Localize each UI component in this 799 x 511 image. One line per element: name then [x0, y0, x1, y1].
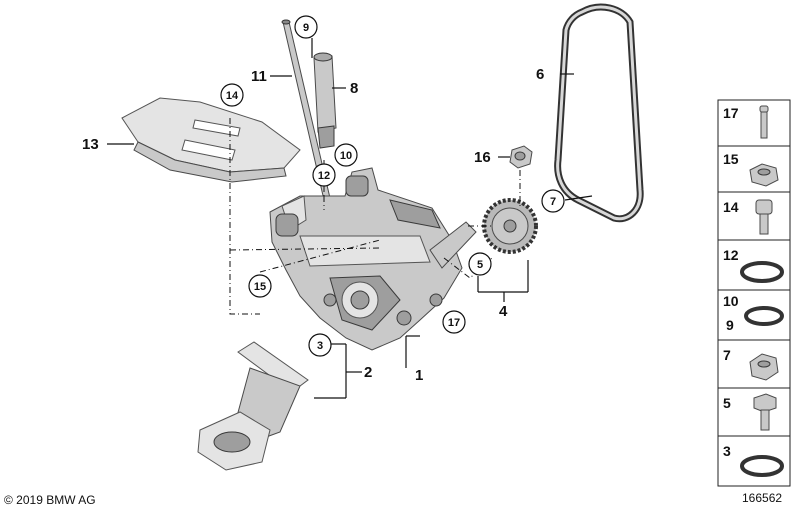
- circle-callout-14: 14: [220, 83, 244, 107]
- svg-text:5: 5: [477, 259, 483, 271]
- callout-11: 11: [251, 68, 267, 85]
- legend-row-10-9: 10 9: [717, 289, 791, 341]
- callout-1: 1: [415, 367, 423, 384]
- legend-row-5: 5: [717, 387, 791, 437]
- svg-text:9: 9: [303, 22, 309, 34]
- circle-callout-3: 3: [308, 333, 332, 357]
- hex-nut-icon: [749, 163, 779, 187]
- leader-lines: [107, 38, 593, 399]
- collar-nut-icon: [749, 353, 779, 381]
- diagram-number: 166562: [742, 491, 782, 505]
- pressure-tube: [313, 52, 337, 149]
- svg-text:14: 14: [226, 90, 239, 102]
- legend-label-10: 10: [723, 293, 739, 309]
- legend-label-7: 7: [723, 347, 731, 363]
- svg-text:12: 12: [318, 170, 330, 182]
- oil-pump-body: [269, 167, 477, 351]
- legend-row-17: 17: [717, 99, 791, 147]
- parts-legend-panel: 17 15 14 12: [717, 99, 791, 487]
- oil-baffle-plate: [121, 97, 301, 183]
- oil-suction-pipe: [197, 341, 309, 471]
- circle-callout-7: 7: [541, 189, 565, 213]
- circle-callout-9: 9: [294, 15, 318, 39]
- circle-callout-10: 10: [334, 143, 358, 167]
- svg-text:10: 10: [340, 150, 352, 162]
- legend-label-15: 15: [723, 151, 739, 167]
- sealing-ring-icon: [744, 306, 784, 326]
- callout-8: 8: [350, 80, 358, 97]
- legend-row-15: 15: [717, 145, 791, 193]
- legend-label-9: 9: [726, 317, 734, 333]
- circled-callouts: 9 14 10 12 15 3 5 7 17: [220, 15, 565, 357]
- svg-text:7: 7: [550, 196, 556, 208]
- callout-2: 2: [364, 364, 372, 381]
- legend-label-17: 17: [723, 105, 739, 121]
- o-ring-icon: [740, 261, 784, 283]
- svg-text:15: 15: [254, 281, 266, 293]
- long-bolt-icon: [759, 105, 769, 139]
- copyright-notice: © 2019 BMW AG: [4, 493, 96, 507]
- legend-label-5: 5: [723, 395, 731, 411]
- callout-4: 4: [499, 303, 508, 320]
- drive-belt: [554, 3, 644, 223]
- callout-16: 16: [474, 149, 491, 166]
- legend-row-12: 12: [717, 239, 791, 291]
- svg-text:3: 3: [317, 340, 323, 352]
- circle-callout-5: 5: [468, 252, 492, 276]
- legend-label-12: 12: [723, 247, 739, 263]
- hex-nut-16: [509, 145, 533, 169]
- socket-head-bolt-icon: [755, 199, 773, 235]
- legend-row-7: 7: [717, 339, 791, 389]
- callout-6: 6: [536, 66, 544, 83]
- chain-sprocket: [482, 198, 538, 254]
- callout-labels: 13 11 8 6 16 1 2 4: [82, 66, 544, 384]
- flange-bolt-icon: [753, 393, 777, 431]
- legend-label-14: 14: [723, 199, 739, 215]
- legend-row-3: 3: [717, 435, 791, 487]
- legend-label-3: 3: [723, 443, 731, 459]
- circle-callout-12: 12: [312, 163, 336, 187]
- gasket-ring-icon: [740, 455, 784, 477]
- legend-row-14: 14: [717, 191, 791, 241]
- callout-13: 13: [82, 136, 99, 153]
- circle-callout-15: 15: [248, 274, 272, 298]
- circle-callout-17: 17: [442, 310, 466, 334]
- svg-text:17: 17: [448, 317, 460, 329]
